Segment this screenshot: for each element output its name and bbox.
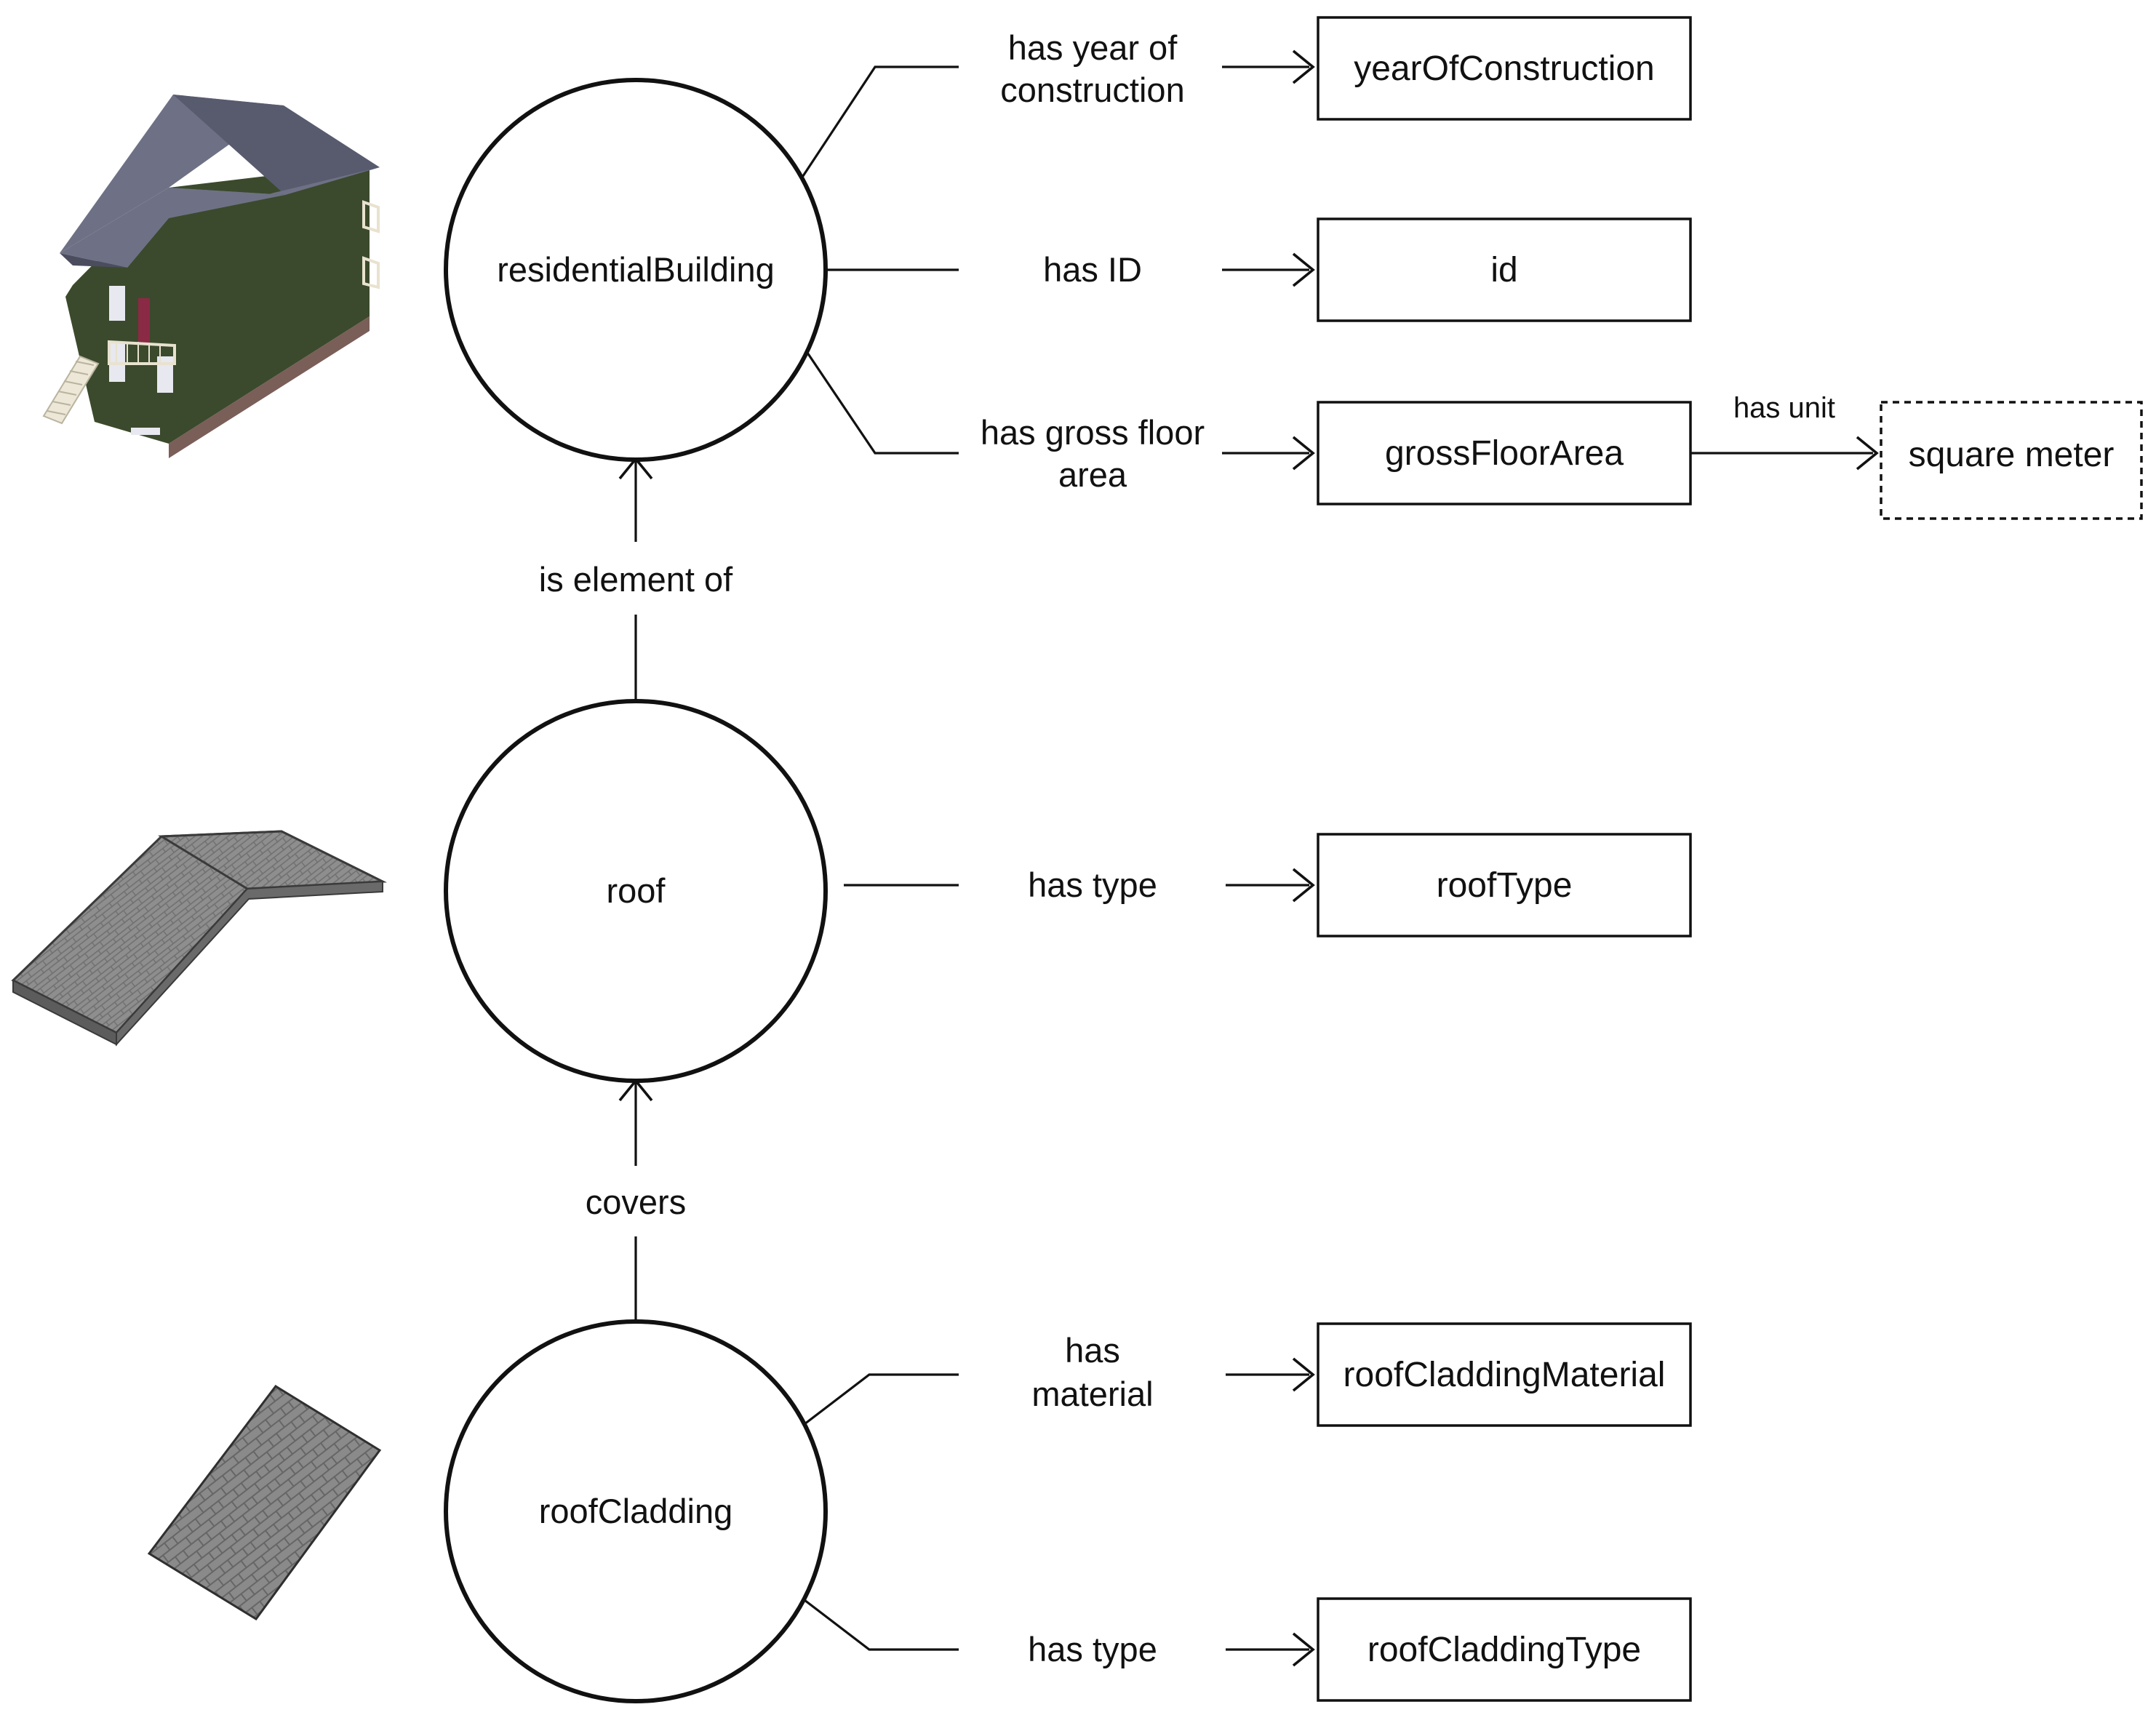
connectors <box>618 49 1879 1667</box>
rel-label-line1: has gross floor <box>981 413 1205 452</box>
rel-has-year-of-construction: has year of construction <box>1000 28 1184 109</box>
node-roof: roof <box>444 699 828 1083</box>
roof-3d-icon <box>11 830 387 1047</box>
attr-label: id <box>1490 251 1517 289</box>
attr-roof-cladding-material: roofCladdingMaterial <box>1317 1322 1692 1427</box>
roof-cladding-tile-icon <box>147 1385 382 1621</box>
rel-is-element-of: is element of <box>539 560 733 599</box>
rel-has-unit: has unit <box>1733 392 1835 424</box>
rel-cladding-has-type: has type <box>1028 1630 1157 1668</box>
attr-label: roofType <box>1437 866 1573 905</box>
rel-label-line2: area <box>1058 455 1127 494</box>
attr-roof-cladding-type: roofCladdingType <box>1317 1597 1692 1702</box>
attr-year-of-construction: yearOfConstruction <box>1317 16 1692 121</box>
node-label: roof <box>607 871 666 910</box>
rel-label-line2: material <box>1031 1375 1153 1413</box>
attr-label: yearOfConstruction <box>1354 49 1655 88</box>
rel-has-id: has ID <box>1043 250 1142 289</box>
rel-label-line1: has <box>1065 1331 1120 1370</box>
rel-has-material: has material <box>1031 1331 1153 1413</box>
rel-label-line1: has year of <box>1008 28 1178 67</box>
unit-square-meter: square meter <box>1880 401 2143 520</box>
node-residential-building: residentialBuilding <box>444 78 828 462</box>
attr-label: roofCladdingMaterial <box>1343 1356 1666 1394</box>
attr-label: roofCladdingType <box>1368 1631 1641 1669</box>
node-label: roofCladding <box>539 1492 733 1530</box>
attr-roof-type: roofType <box>1317 833 1692 938</box>
rel-roof-has-type: has type <box>1028 866 1157 904</box>
attr-label: grossFloorArea <box>1385 434 1624 473</box>
node-roof-cladding: roofCladding <box>444 1319 828 1703</box>
house-3d-icon <box>42 95 380 458</box>
rel-label-line2: construction <box>1000 71 1184 109</box>
node-label: residentialBuilding <box>497 250 774 289</box>
attr-gross-floor-area: grossFloorArea <box>1317 401 1692 505</box>
rel-has-gross-floor-area: has gross floor area <box>981 413 1205 494</box>
unit-label: square meter <box>1909 436 2115 474</box>
attr-id: id <box>1317 217 1692 322</box>
rel-covers: covers <box>586 1183 686 1221</box>
